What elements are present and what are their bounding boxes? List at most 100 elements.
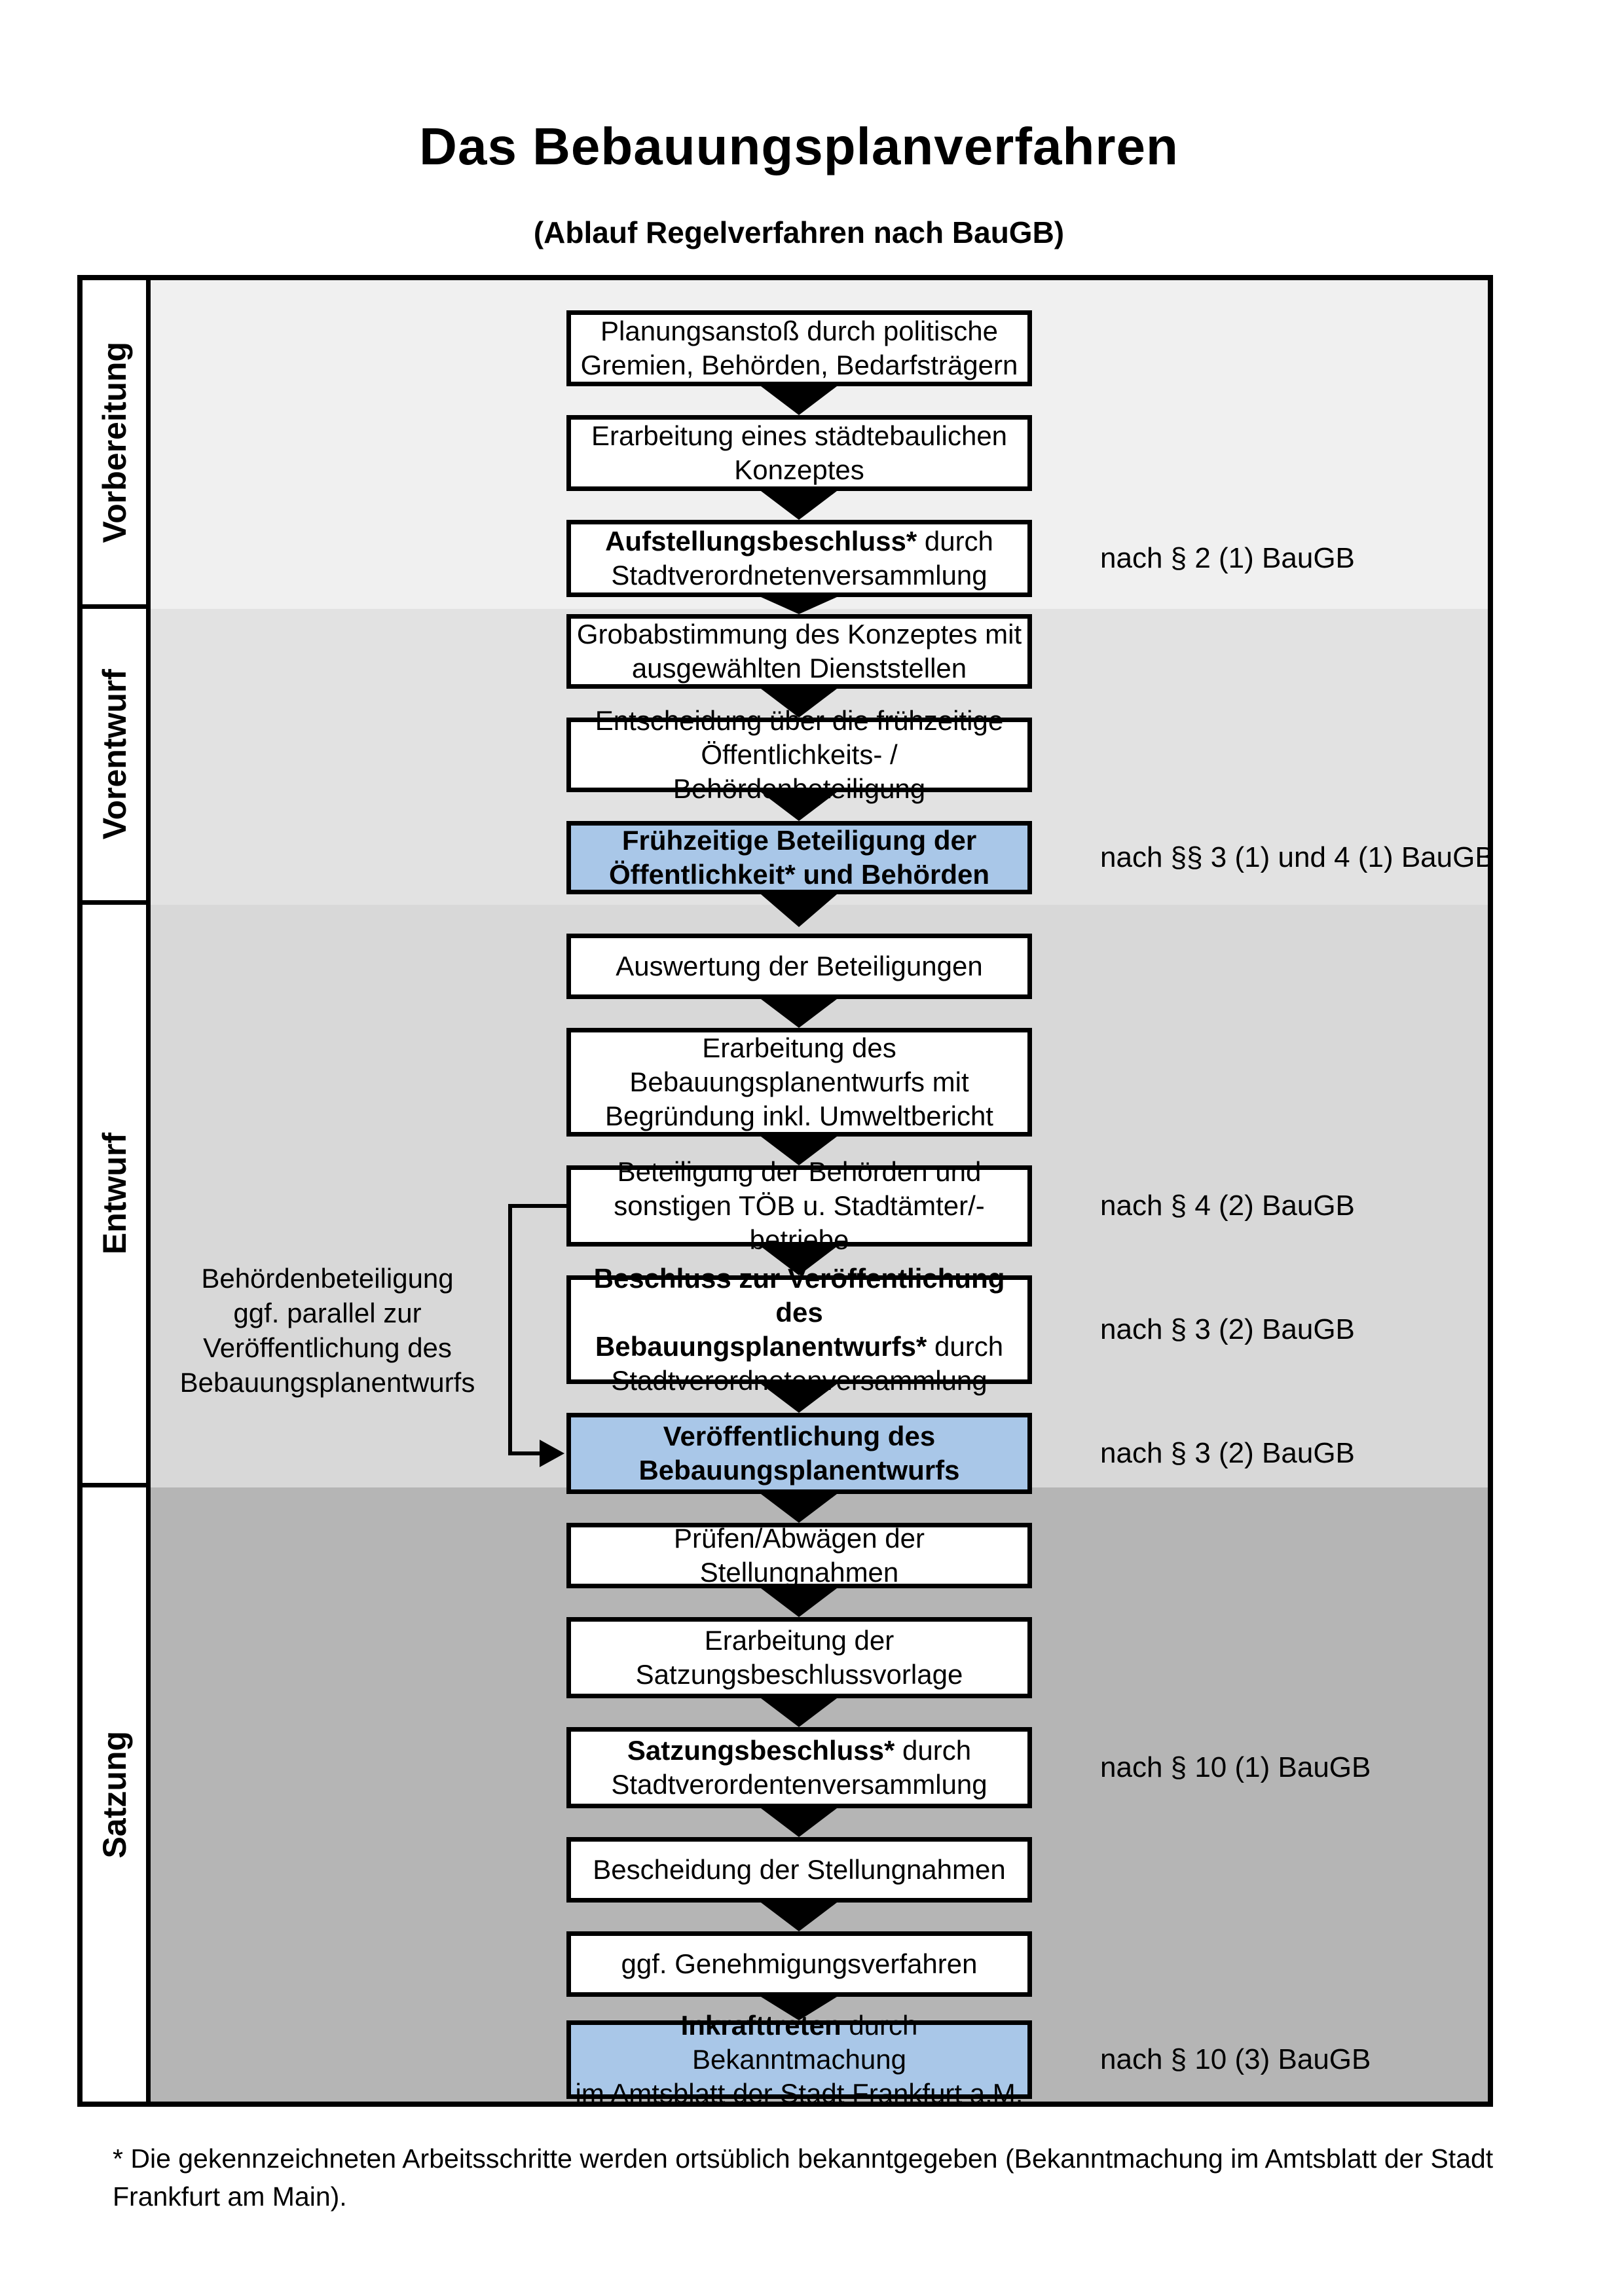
flow-box-genehmigungsverfahren: ggf. Genehmigungsverfahren (566, 1931, 1032, 1997)
flow-arrow-down-icon (761, 1384, 837, 1413)
section-label-text: Vorbereitung (96, 341, 133, 543)
legal-ref: nach § 4 (2) BauGB (1100, 1190, 1355, 1222)
flow-arrow-down-icon (761, 1903, 837, 1931)
legal-ref: nach § 10 (1) BauGB (1100, 1751, 1371, 1783)
flow-box-text: Veröffentlichung des (663, 1421, 936, 1451)
flow-box-text-line: Erarbeitung eines städtebaulichen (591, 419, 1007, 453)
section-label-vorbereitung: Vorbereitung (83, 280, 151, 609)
section-label-entwurf: Entwurf (83, 905, 151, 1487)
flow-box-text-line: Bebauungsplanentwurfs (638, 1453, 959, 1487)
flow-arrow-down-icon (761, 597, 837, 614)
flow-box-text-line: Bescheidung der Stellungnahmen (593, 1853, 1005, 1887)
flow-box-text-line: Stadtverordnetenversammlung (611, 1364, 987, 1398)
flow-arrow-down-icon (761, 1247, 837, 1275)
flow-box-text: Gremien, Behörden, Bedarfsträgern (580, 350, 1018, 380)
side-note: Behördenbeteiligung ggf. parallel zur Ve… (179, 1263, 475, 1398)
flow-box-text: Grobabstimmung des Konzeptes mit (576, 619, 1022, 649)
flow-box-text: ggf. Genehmigungsverfahren (621, 1948, 978, 1979)
flow-box-text: Öffentlichkeits- / Behördenbeteiligung (673, 739, 926, 804)
section-label-vorentwurf: Vorentwurf (83, 609, 151, 905)
flow-box-text: Begründung inkl. Umweltbericht (605, 1101, 993, 1131)
flow-box-text: im Amtsblatt der Stadt Frankfurt a.M. (575, 2078, 1024, 2109)
flow-box-text-line: Veröffentlichung des (663, 1419, 935, 1453)
section-label-text: Entwurf (96, 1133, 133, 1255)
legal-ref: nach § 3 (2) BauGB (1100, 1437, 1355, 1469)
flow-box-text-line: Konzeptes (734, 453, 864, 487)
flow-box-text-line: Öffentlichkeit* und Behörden (609, 858, 989, 892)
flow-box-text-line: Beteiligung der Behörden und (618, 1155, 982, 1189)
flow-arrow-down-icon (761, 792, 837, 821)
flow-box-text: durch (927, 1331, 1004, 1362)
flow-box-text: Bebauungsplanentwurfs* (595, 1331, 927, 1362)
flow-box-text: Erarbeitung eines städtebaulichen (591, 420, 1008, 451)
flow-box-text: Bebauungsplanentwurfs mit (629, 1066, 969, 1097)
flow-box-text-line: ausgewählten Dienststellen (632, 651, 967, 685)
flow-box-text: Beteiligung der Behörden und (617, 1156, 982, 1187)
legal-ref: nach §§ 3 (1) und 4 (1) BauGB (1100, 841, 1494, 873)
flow-box-text: Satzungsbeschluss* (627, 1735, 895, 1766)
flow-box-text: Öffentlichkeit* und Behörden (608, 859, 990, 890)
flow-box-text-line: Aufstellungsbeschluss* durch (605, 524, 993, 558)
flow-box-text: Prüfen/Abwägen der Stellungnahmen (674, 1523, 925, 1588)
parallel-connector-line (508, 1451, 540, 1455)
flow-box-text-line: Bebauungsplanentwurfs* durch (595, 1330, 1003, 1364)
flow-arrow-down-icon (761, 491, 837, 520)
flow-box-auswertung: Auswertung der Beteiligungen (566, 934, 1032, 999)
flow-box-text: Erarbeitung der (704, 1625, 895, 1656)
legal-ref: nach § 10 (3) BauGB (1100, 2043, 1371, 2075)
flow-box-text-line: Grobabstimmung des Konzeptes mit (577, 617, 1022, 651)
flow-box-text: Stadtverordnetenversammlung (611, 560, 987, 591)
flow-box-text-line: Planungsanstoß durch politische (600, 314, 998, 348)
flow-box-text-line: sonstigen TÖB u. Stadtämter/-betriebe (571, 1189, 1027, 1257)
flow-box-text: Entscheidung über die frühzeitige (595, 705, 1004, 736)
flow-box-text: Satzungsbeschlussvorlage (635, 1659, 963, 1690)
legal-ref: nach § 3 (2) BauGB (1100, 1313, 1355, 1345)
flow-arrow-down-icon (761, 1698, 837, 1727)
parallel-connector-line (508, 1204, 512, 1455)
flow-box-text: durch (917, 526, 993, 556)
section-label-text: Satzung (96, 1730, 133, 1859)
flow-arrow-down-icon (761, 689, 837, 718)
flow-box-text-line: Bebauungsplanentwurfs mit (629, 1065, 969, 1099)
flow-arrow-down-icon (761, 1808, 837, 1837)
flow-box-text: durch Bekanntmachung (692, 2010, 918, 2075)
flow-arrow-down-icon (761, 999, 837, 1028)
flow-box-text-line: Stadtverordentenversammlung (611, 1768, 987, 1802)
flow-arrow-down-icon (761, 1494, 837, 1523)
flow-box-text: Bebauungsplanentwurfs (638, 1455, 960, 1485)
flow-box-text-line: Auswertung der Beteiligungen (616, 949, 982, 983)
flow-box-text: Beschluss zur Veröffentlichung des (593, 1263, 1005, 1328)
flow-box-text-line: Frühzeitige Beteiligung der (622, 824, 976, 858)
flow-box-text-line: Prüfen/Abwägen der Stellungnahmen (571, 1522, 1027, 1590)
flow-box-text: Frühzeitige Beteiligung der (621, 825, 977, 856)
flow-box-text: Aufstellungsbeschluss* (605, 526, 917, 556)
flow-box-bescheidung: Bescheidung der Stellungnahmen (566, 1837, 1032, 1903)
flow-arrow-down-icon (761, 386, 837, 415)
flow-box-text-line: ggf. Genehmigungsverfahren (621, 1947, 977, 1981)
page-subtitle: (Ablauf Regelverfahren nach BauGB) (533, 215, 1065, 249)
flow-box-text-line: Beschluss zur Veröffentlichung des (571, 1262, 1027, 1330)
parallel-connector-arrow-icon (540, 1440, 564, 1467)
flow-box-text: Planungsanstoß durch politische (600, 316, 999, 346)
footnote: * Die gekennzeichneten Arbeitsschritte w… (113, 2143, 1494, 2212)
flow-box-text-line: Begründung inkl. Umweltbericht (605, 1099, 993, 1133)
section-label-text: Vorentwurf (96, 669, 133, 840)
section-label-satzung: Satzung (83, 1487, 151, 2102)
flow-arrow-down-icon (761, 1137, 837, 1165)
flow-box-text-line: Satzungsbeschluss* durch (627, 1734, 971, 1768)
flow-box-text: sonstigen TÖB u. Stadtämter/-betriebe (614, 1190, 985, 1255)
flow-box-text-line: Erarbeitung der (705, 1624, 895, 1658)
flow-box-pruefen-abwaegen: Prüfen/Abwägen der Stellungnahmen (566, 1523, 1032, 1588)
flow-box-text-line: Inkrafttreten durch Bekanntmachung (571, 2009, 1027, 2077)
flow-box-text-line: Stadtverordnetenversammlung (611, 558, 987, 592)
